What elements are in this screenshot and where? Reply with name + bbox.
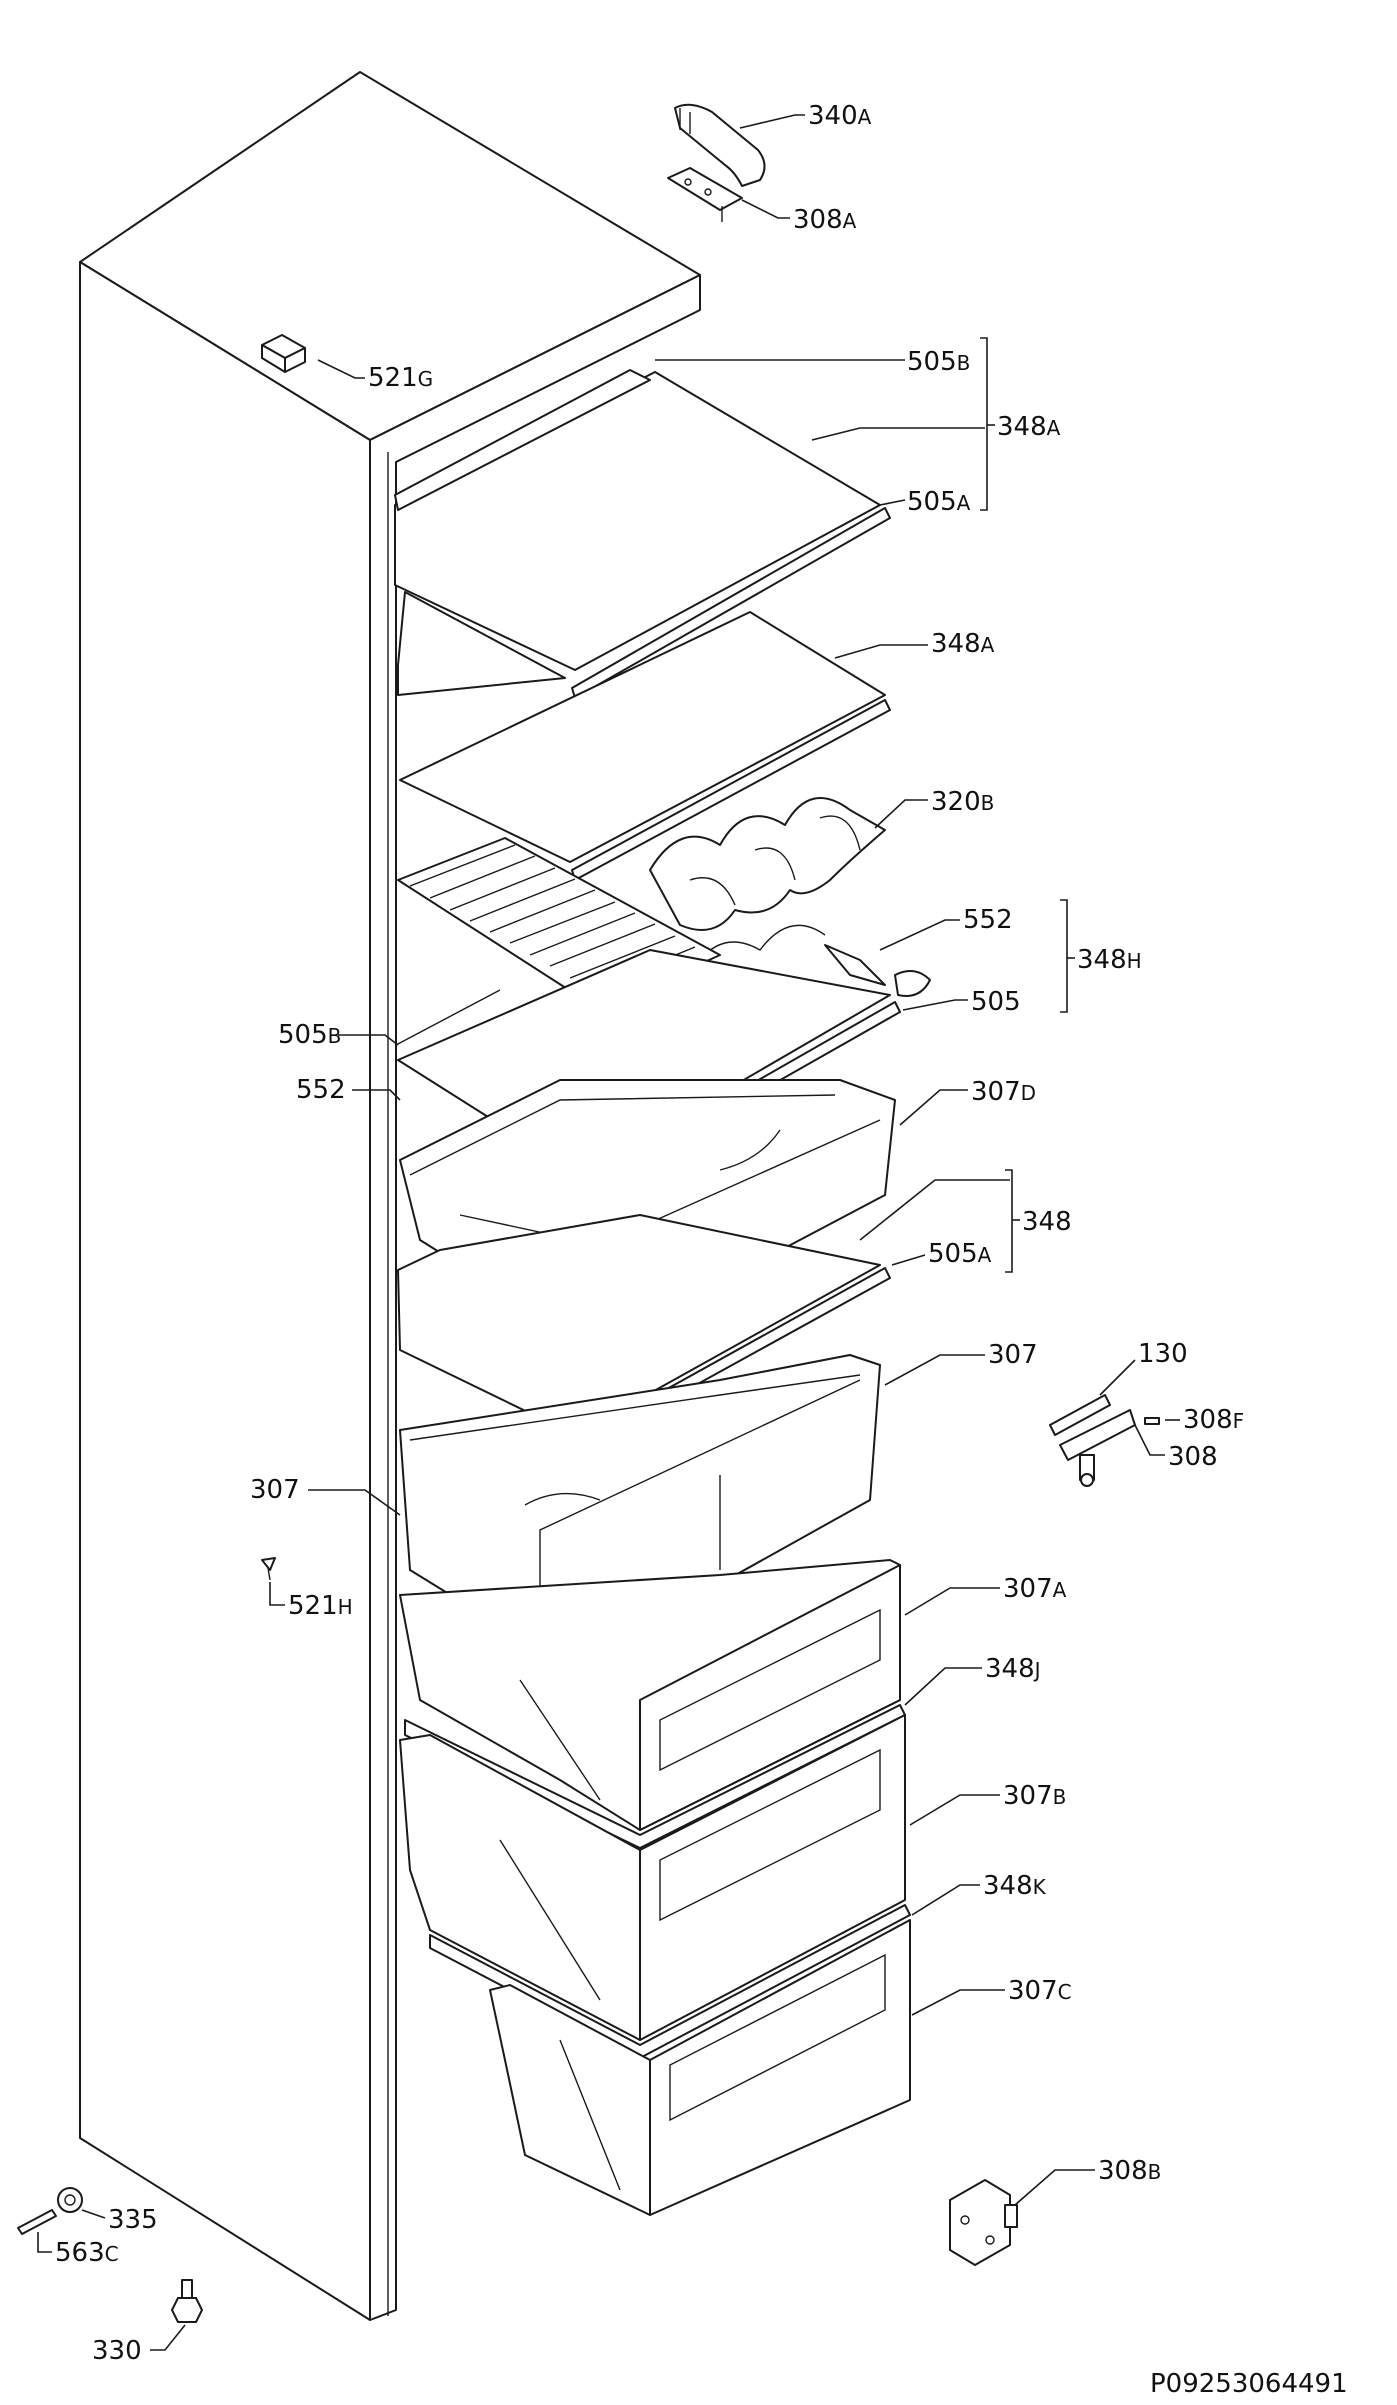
hinge-plate-308a xyxy=(667,167,743,222)
label-308f: 308F xyxy=(1183,1405,1244,1435)
label-307a: 307A xyxy=(1003,1574,1067,1604)
label-505a-low: 505A xyxy=(928,1239,992,1269)
divider-348k xyxy=(429,1904,911,2059)
brackets xyxy=(980,337,1075,1273)
label-521h: 521H xyxy=(288,1591,353,1621)
bracket-348a xyxy=(980,337,988,511)
glass-shelf-348a-mid xyxy=(397,591,891,881)
label-307c: 307C xyxy=(1008,1976,1072,2006)
wine-rack-shape xyxy=(649,797,886,931)
label-335: 335 xyxy=(108,2205,158,2235)
bottom-hinge-308b xyxy=(949,2179,1018,2266)
label-552-left: 552 xyxy=(296,1075,346,1105)
label-307-right: 307 xyxy=(988,1340,1038,1370)
label-348a-mid: 348A xyxy=(931,629,995,659)
adjustable-foot-330 xyxy=(171,2279,203,2323)
hinge-cover-shape xyxy=(674,103,766,187)
leader-lines xyxy=(37,114,1180,2351)
foot-cap-335 xyxy=(57,2187,83,2213)
label-130: 130 xyxy=(1138,1339,1188,1369)
label-320b: 320B xyxy=(931,787,994,817)
label-505a-top: 505A xyxy=(907,487,971,517)
label-307b: 307B xyxy=(1003,1781,1066,1811)
screw-308f xyxy=(1144,1417,1160,1425)
label-348: 348 xyxy=(1022,1207,1072,1237)
label-308b: 308B xyxy=(1098,2156,1161,2186)
rail-3 xyxy=(395,989,501,1046)
shelf-trim-505a xyxy=(571,507,891,699)
label-330: 330 xyxy=(92,2336,142,2366)
freezer-drawer-307c xyxy=(489,1919,911,2216)
label-340a: 340A xyxy=(808,101,872,131)
wine-rack-320b xyxy=(649,797,886,961)
bracket-348h xyxy=(1060,899,1068,1013)
freezer-drawer-307b xyxy=(399,1714,906,2041)
freezer-drawer-307a xyxy=(399,1559,901,1831)
label-505-right: 505 xyxy=(971,987,1021,1017)
label-552-right: 552 xyxy=(963,905,1013,935)
label-521g: 521G xyxy=(368,363,433,393)
label-563c: 563C xyxy=(55,2238,119,2268)
label-348j: 348J xyxy=(985,1654,1041,1684)
label-307d: 307D xyxy=(971,1077,1036,1107)
shelf-trim-505b xyxy=(394,369,651,511)
hinge-cover-340a xyxy=(674,103,766,187)
label-505b-left: 505B xyxy=(278,1020,341,1050)
glass-panel-4 xyxy=(397,1214,881,1436)
label-307-left: 307 xyxy=(250,1475,300,1505)
drawing-code: P09253064491 xyxy=(1150,2369,1348,2399)
label-308a: 308A xyxy=(793,205,857,235)
label-505b-top: 505B xyxy=(907,347,970,377)
bracket-348 xyxy=(1005,1169,1013,1273)
cabinet-side xyxy=(79,261,371,2321)
hinge-plate-shape xyxy=(667,167,743,211)
label-348k: 348K xyxy=(983,1871,1047,1901)
hinge-block-521g xyxy=(261,334,306,373)
drawer-307b-front xyxy=(639,1714,906,2041)
label-308: 308 xyxy=(1168,1442,1218,1472)
label-348h: 348H xyxy=(1077,945,1142,975)
glass-shelf-348a-top xyxy=(394,369,891,699)
pin-563c xyxy=(17,2209,57,2235)
part-labels: 340A 308A 521G 505B 348A 505A 348A 320B … xyxy=(55,101,1244,2366)
drawer-307c-front xyxy=(649,1919,911,2216)
clip-552 xyxy=(824,944,886,986)
cabinet xyxy=(79,71,701,2321)
label-348a-top: 348A xyxy=(997,412,1061,442)
glass-panel-2 xyxy=(399,611,886,863)
screw-521h xyxy=(261,1557,276,1581)
door-hinge-130-308 xyxy=(1049,1394,1136,1487)
